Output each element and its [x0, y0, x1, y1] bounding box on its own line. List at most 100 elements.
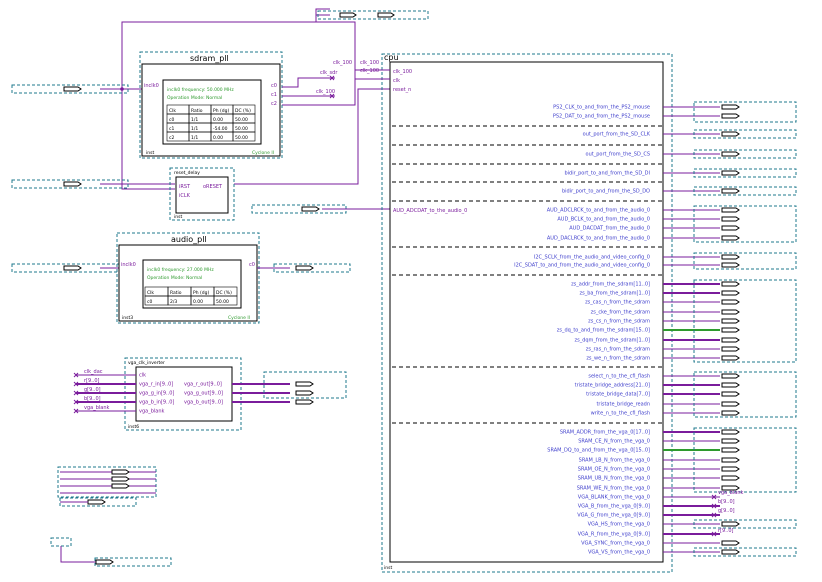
cpu-output-pin[interactable]	[721, 429, 740, 435]
cpu-port-label: VGA_SYNC_from_the_vga_0	[581, 541, 650, 547]
cpu-port-label: PS2_CLK_to_and_from_the_PS2_mouse	[553, 105, 650, 111]
audio-pll-out-c0: c0	[249, 262, 255, 268]
cpu-output-pin[interactable]	[721, 225, 740, 231]
cpu-vga-net-label: r[9..0]	[718, 528, 734, 534]
cpu-output-pin[interactable]	[721, 521, 740, 527]
cpu-port-label: AUD_DACDAT_from_the_audio_0	[569, 226, 650, 232]
sdram-table-cell: 0.00	[213, 135, 223, 141]
cpu-output-pin[interactable]	[721, 290, 740, 296]
cpu-output-pin[interactable]	[721, 299, 740, 305]
vga-output-pin[interactable]	[295, 381, 314, 387]
cpu-output-pin[interactable]	[721, 391, 740, 397]
cpu-output-pin[interactable]	[721, 337, 740, 343]
cpu-output-pin[interactable]	[721, 346, 740, 352]
cpu-output-pin[interactable]	[721, 373, 740, 379]
cpu-port-label: VGA_HS_from_the_vga_0	[588, 522, 650, 528]
cpu-output-pin[interactable]	[721, 216, 740, 222]
audio-pll-inclk: inclk0	[121, 262, 136, 268]
cpu-output-pin[interactable]	[721, 549, 740, 555]
clk-label-1: clk_sdr	[320, 70, 338, 76]
audio-pll-mode: Operation Mode: Normal	[147, 275, 202, 281]
cpu-output-pin[interactable]	[721, 254, 740, 260]
sdram-table-cell: 50.00	[235, 117, 248, 123]
cpu-output-pin[interactable]	[721, 235, 740, 241]
cpu-port-label: zs_dq_to_and_from_the_sdram[15..0]	[557, 328, 650, 334]
cpu-port-label: I2C_SDAT_to_and_from_the_audio_and_video…	[514, 263, 650, 269]
vga-in-pin: vga_r_in[9..0]	[139, 382, 173, 388]
cpu-output-pin-group	[693, 547, 797, 557]
cpu-output-pin[interactable]	[721, 170, 740, 176]
cpu-output-pin[interactable]	[721, 540, 740, 546]
cpu-output-pin[interactable]	[721, 104, 740, 110]
cpu-output-pin-group	[693, 427, 797, 493]
input-pin-clock50[interactable]	[11, 84, 129, 94]
vga-block-title: vga_clk_inverter	[128, 360, 165, 366]
reset-pin-oreset: oRESET	[203, 184, 223, 190]
cpu-output-pin[interactable]	[721, 382, 740, 388]
cpu-output-pin[interactable]	[721, 410, 740, 416]
vga-left-net-label: r[9..0]	[84, 378, 100, 384]
cpu-output-pin[interactable]	[721, 281, 740, 287]
audio-table-cell: Ratio	[170, 290, 182, 296]
vga-in-pin: vga_blank	[139, 409, 164, 415]
audio-table-cell: 50.00	[216, 299, 229, 305]
clk-label-0: clk_100	[333, 60, 352, 66]
sdram-pll-out-c1: c1	[271, 92, 277, 98]
cpu-output-pin[interactable]	[721, 151, 740, 157]
gnd-net	[50, 537, 172, 567]
cpu-output-pin[interactable]	[721, 113, 740, 119]
cpu-output-pin[interactable]	[721, 309, 740, 315]
cpu-port-label: AUD_BCLK_to_and_from_the_audio_0	[557, 217, 650, 223]
cpu-in-clk: clk	[393, 78, 400, 84]
vga-left-net-label: g[9..0]	[84, 387, 101, 393]
sdram-pll-freq: inclk0 frequency: 50.000 MHz	[167, 87, 234, 93]
cpu-in-adcdat: AUD_ADCDAT_to_the_audio_0	[393, 208, 467, 214]
vga-in-pin: clk	[139, 373, 146, 379]
sdram-table-cell: 50.00	[235, 126, 248, 132]
reset-block-title: reset_delay	[174, 170, 200, 176]
sdram-pll-title: sdram_pll	[190, 54, 229, 63]
vga-output-pin[interactable]	[295, 399, 314, 405]
cpu-port-label: bidir_port_to_and_from_the_SD_DO	[562, 189, 650, 195]
sdram-pll-mode: Operation Mode: Normal	[167, 95, 222, 101]
no-connect-mark	[73, 408, 79, 414]
cpu-output-pin[interactable]	[721, 457, 740, 463]
cpu-block[interactable]: cpu clk_100 clk reset_n AUD_ADCDAT_to_th…	[355, 53, 673, 573]
cpu-port-label: SRAM_DQ_to_and_from_the_vga_0[15..0]	[547, 448, 650, 454]
cpu-output-pin[interactable]	[721, 262, 740, 268]
cpu-output-pin[interactable]	[721, 466, 740, 472]
cpu-output-pin[interactable]	[721, 327, 740, 333]
cpu-port-label: bidir_port_to_and_from_the_SD_DI	[564, 171, 650, 177]
cpu-port-label: SRAM_WE_N_from_the_vga_0	[577, 486, 650, 492]
cpu-output-pin[interactable]	[721, 485, 740, 491]
cpu-port-label: zs_dqm_from_the_sdram[1..0]	[574, 338, 650, 344]
cpu-port-label: SRAM_CE_N_from_the_vga_0	[578, 439, 650, 445]
cpu-output-pin[interactable]	[721, 318, 740, 324]
cpu-port-label: out_port_from_the_SD_CS	[586, 152, 650, 158]
cpu-output-pin[interactable]	[721, 355, 740, 361]
vga-out-pin: vga_b_out[9..0]	[184, 400, 223, 406]
cpu-output-pin-group	[693, 129, 797, 139]
cpu-output-pin[interactable]	[721, 447, 740, 453]
vga-block-inst: inst6	[128, 424, 139, 430]
cpu-port-label: tristate_bridge_address[21..0]	[575, 383, 650, 389]
cpu-output-pin[interactable]	[721, 475, 740, 481]
cpu-output-pin[interactable]	[721, 131, 740, 137]
cpu-port-label: SRAM_ADDR_from_the_vga_0[17..0]	[560, 430, 650, 436]
vga-block[interactable]: vga_clk_inverter clkvga_r_in[9..0]vga_g_…	[124, 357, 242, 431]
sdram-table-cell: 50.00	[235, 135, 248, 141]
cpu-output-pin[interactable]	[721, 207, 740, 213]
vga-output-pin[interactable]	[295, 390, 314, 396]
input-pin-key[interactable]	[11, 179, 129, 189]
audio-pll-block[interactable]: audio_pll inclk0 inclk0 frequency: 27.00…	[116, 232, 260, 324]
cpu-output-pin[interactable]	[721, 438, 740, 444]
cpu-output-pin[interactable]	[721, 188, 740, 194]
input-pin-aud-adcdat[interactable]	[251, 204, 390, 214]
sdram-pll-block[interactable]: sdram_pll inclk0 inclk0 frequency: 50.00…	[139, 51, 283, 159]
cpu-port-label: tristate_bridge_readn	[596, 402, 650, 408]
cpu-output-pin[interactable]	[721, 401, 740, 407]
reset-block[interactable]: reset_delay iRST iCLK oRESET inst	[169, 167, 235, 221]
output-pin-aud-xck[interactable]	[257, 263, 351, 273]
